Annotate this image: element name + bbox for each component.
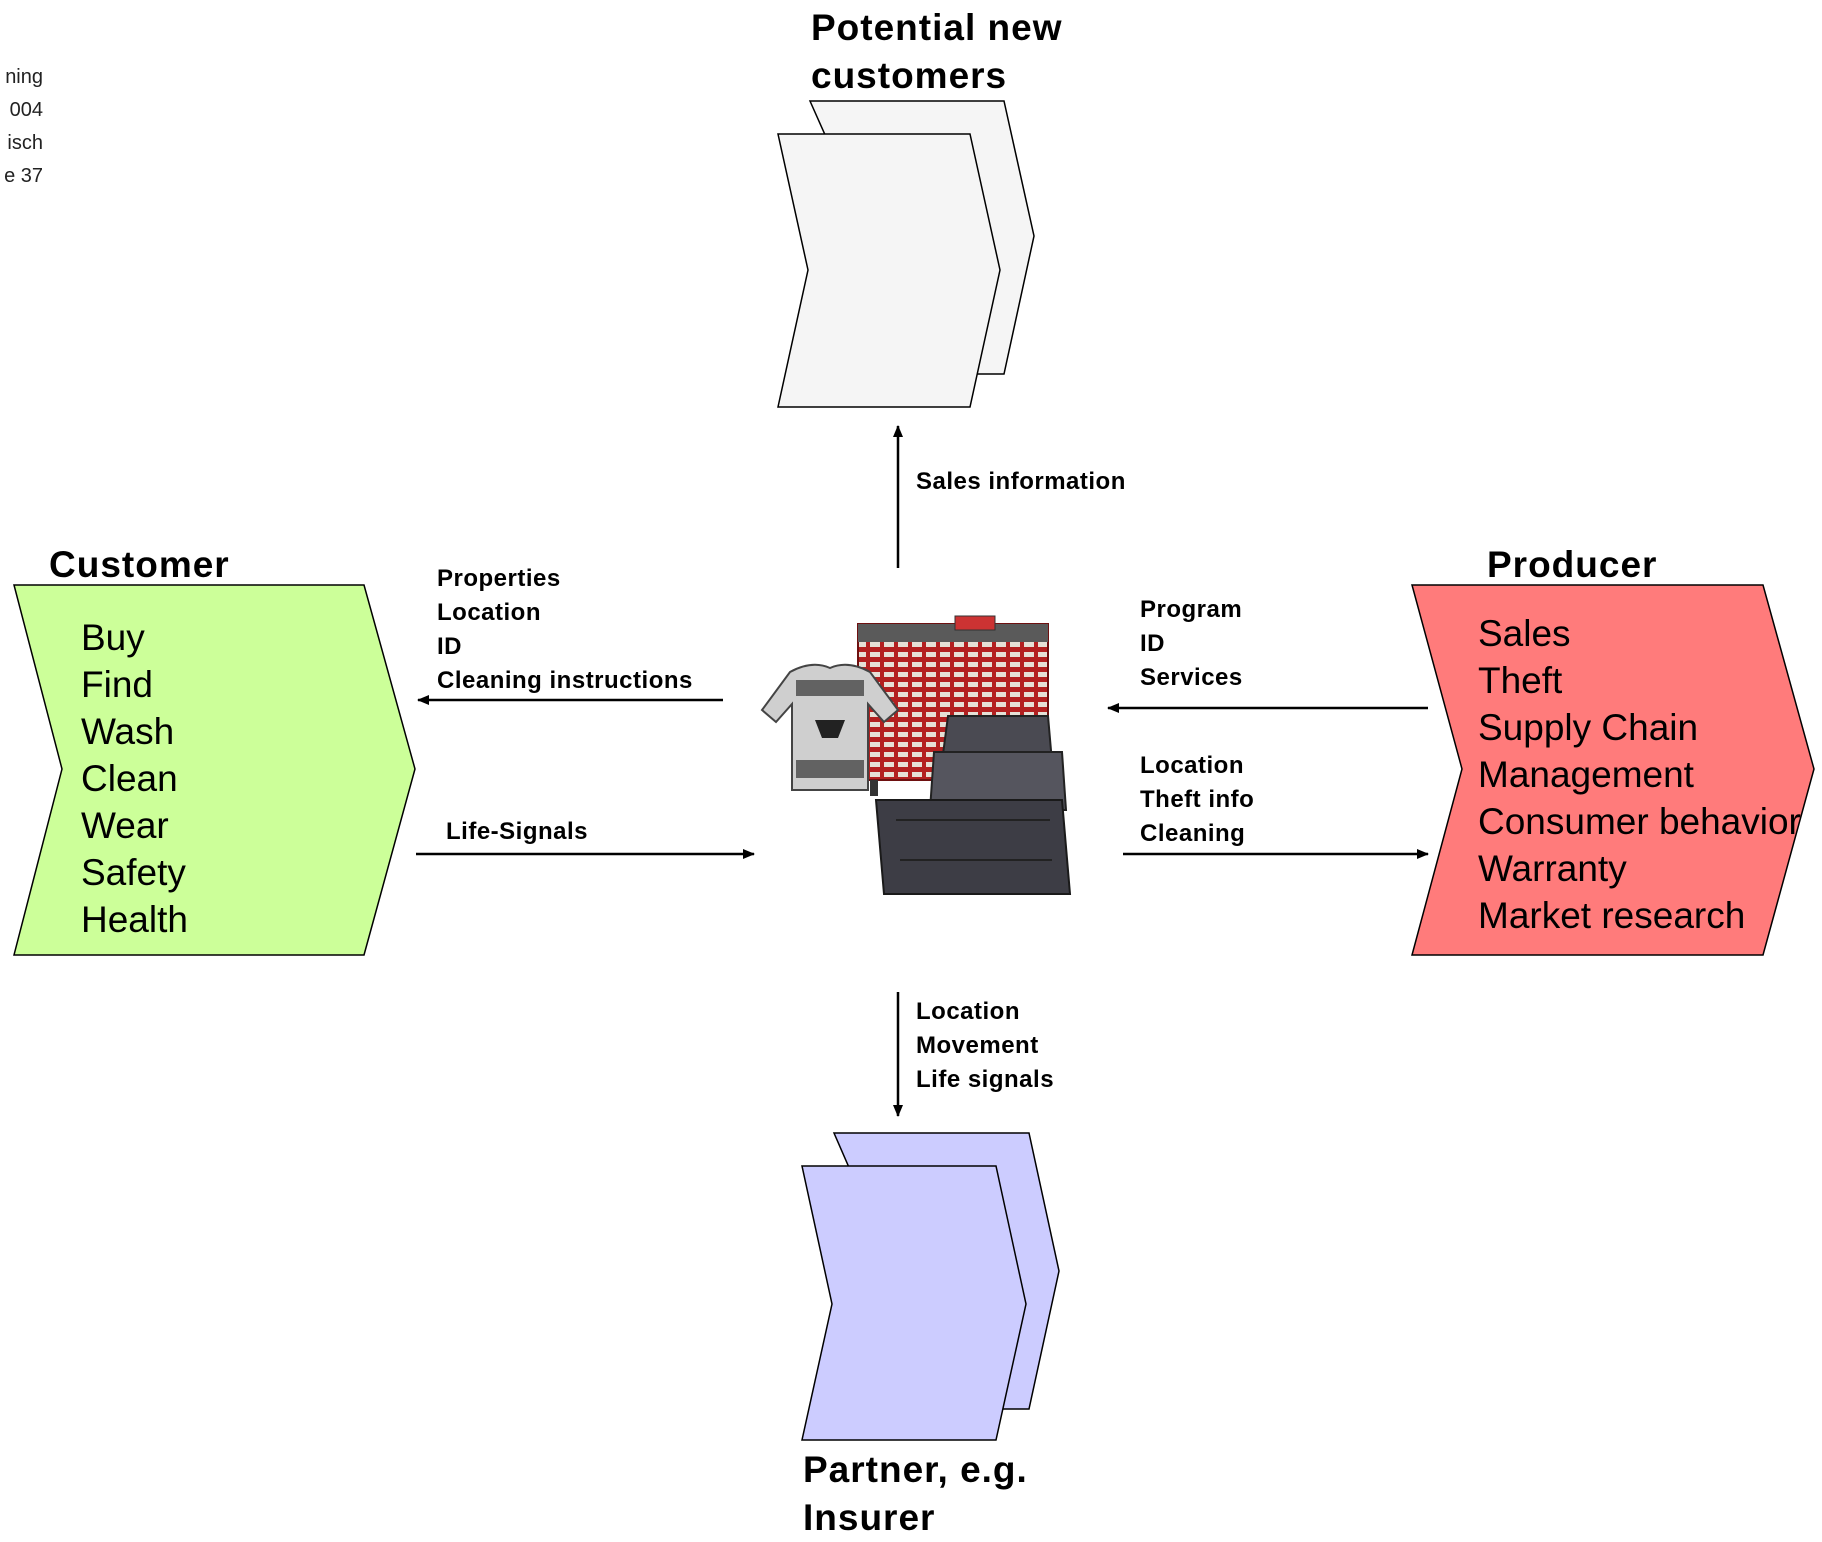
flow-label-from-producer: Program ID Services [1140, 593, 1243, 695]
flow-label-line: Sales information [916, 468, 1126, 495]
potential-customers-title: Potential new customers [811, 4, 1062, 100]
corner-note: ning 004 isch e 37 [4, 61, 43, 193]
flow-label-line: Movement [916, 1032, 1039, 1059]
customer-item: Buy [81, 617, 145, 658]
producer-item: Supply Chain [1478, 707, 1699, 748]
flow-label-line: Location [916, 998, 1020, 1025]
customer-item: Health [81, 899, 188, 940]
flow-label-line: Properties [437, 565, 561, 592]
flow-label-line: Location [437, 599, 541, 626]
customer-item: Wash [81, 711, 175, 752]
corner-note-line: 004 [9, 99, 43, 121]
sweater-icon [760, 663, 900, 791]
partner-title-line: Insurer [803, 1497, 936, 1538]
potential-customers-shape [777, 100, 1035, 408]
customer-item: Clean [81, 758, 178, 799]
flow-label-line: ID [1140, 630, 1165, 657]
corner-note-line: e 37 [4, 165, 43, 187]
potential-customers-title-line: customers [811, 55, 1008, 96]
partner-title-line: Partner, e.g. [803, 1449, 1028, 1490]
flow-label-line: Life-Signals [446, 818, 589, 845]
customer-item: Wear [81, 805, 169, 846]
flow-label-line: Services [1140, 664, 1243, 691]
flow-label-sales-information: Sales information [916, 465, 1126, 499]
potential-customers-title-line: Potential new [811, 7, 1063, 48]
partner-shape [801, 1132, 1060, 1441]
flow-label-to-partner: Location Movement Life signals [916, 995, 1054, 1097]
customer-items: Buy Find Wash Clean Wear Safety Health [81, 614, 188, 943]
corner-note-line: isch [7, 132, 43, 154]
producer-item: Management [1478, 754, 1694, 795]
flow-label-line: Cleaning [1140, 820, 1246, 847]
producer-item: Warranty [1478, 848, 1627, 889]
flow-label-line: Theft info [1140, 786, 1255, 813]
producer-item: Consumer behavior [1478, 801, 1801, 842]
producer-chevron [1411, 584, 1815, 956]
flow-label-line: Life signals [916, 1066, 1055, 1093]
customer-title: Customer [49, 544, 230, 585]
customer-item: Safety [81, 852, 186, 893]
producer-item: Theft [1478, 660, 1563, 701]
flow-label-line: ID [437, 633, 462, 660]
flow-label-line: Cleaning instructions [437, 667, 693, 694]
storage-box-icon [874, 715, 1072, 895]
flow-label-line: Location [1140, 752, 1244, 779]
flow-label-to-customer: Properties Location ID Cleaning instruct… [437, 562, 693, 698]
producer-items: Sales Theft Supply Chain Management Cons… [1478, 610, 1801, 939]
flow-label-line: Program [1140, 596, 1243, 623]
producer-title: Producer [1487, 544, 1658, 585]
customer-item: Find [81, 664, 153, 705]
flow-label-to-producer: Location Theft info Cleaning [1140, 749, 1254, 851]
producer-item: Market research [1478, 895, 1746, 936]
flow-label-from-customer: Life-Signals [446, 815, 588, 849]
producer-item: Sales [1478, 613, 1571, 654]
corner-note-line: ning [5, 66, 43, 88]
customer-chevron [13, 584, 416, 956]
